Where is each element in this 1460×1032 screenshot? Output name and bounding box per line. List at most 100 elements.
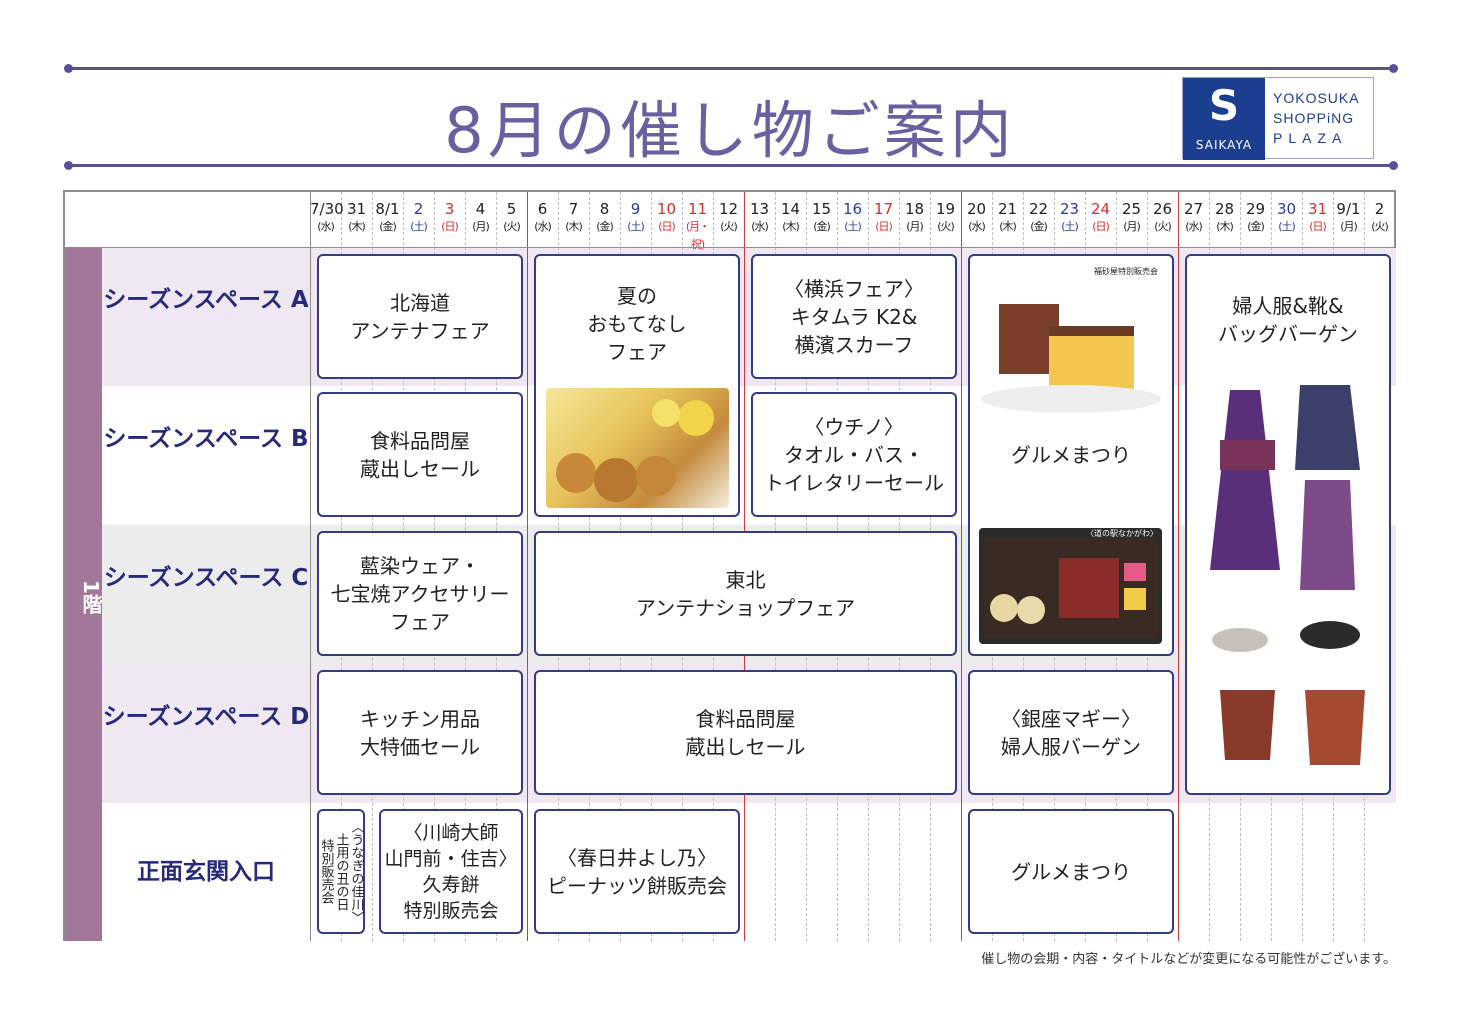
day-weekday: (土) xyxy=(627,220,645,233)
day-header: 19(火) xyxy=(930,200,961,236)
event-gourmet-festival-entrance[interactable]: グルメまつり xyxy=(968,809,1174,934)
day-number: 6 xyxy=(537,200,548,218)
day-number: 5 xyxy=(506,200,517,218)
day-header: 7(木) xyxy=(558,200,589,236)
event-kasugai-peanut-mochi[interactable]: 〈春日井よし乃〉 ピーナッツ餅販売会 xyxy=(534,809,740,934)
schedule-grid: 1階 シーズンスペース A シーズンスペース B シーズンスペース C シーズン… xyxy=(63,190,1396,941)
week-divider xyxy=(961,192,962,941)
event-unagi-doyo[interactable]: 〈うなぎの佳川〉 土用の丑の日 特別販売会 xyxy=(317,809,365,934)
day-header: 20 (水) xyxy=(961,200,992,236)
day-header: 2(土) xyxy=(403,200,434,236)
logo-line1: YOKOSUKA xyxy=(1273,90,1360,106)
day-number: 13 xyxy=(749,200,770,218)
day-weekday: (木) xyxy=(999,220,1017,233)
day-number: 20 xyxy=(966,200,987,218)
day-header: 30(土) xyxy=(1271,200,1302,236)
logo-brand: SAIKAYA xyxy=(1195,138,1253,152)
day-number: 12 xyxy=(718,200,739,218)
castella-photo: 福砂屋特別販売会 xyxy=(979,264,1162,422)
day-header: 10(日) xyxy=(651,200,682,236)
day-number: 30 xyxy=(1276,200,1297,218)
day-number: 16 xyxy=(842,200,863,218)
day-number: 22 xyxy=(1028,200,1049,218)
sweets-photo xyxy=(546,388,729,508)
event-tohoku-antenna-fair[interactable]: 東北 アンテナショップフェア xyxy=(534,531,957,656)
day-header: 24 (日) xyxy=(1085,200,1116,236)
day-header: 29(金) xyxy=(1240,200,1271,236)
day-header: 2(火) xyxy=(1364,200,1395,236)
day-weekday: (金) xyxy=(1030,220,1048,233)
event-kitchen-sale[interactable]: キッチン用品 大特価セール xyxy=(317,670,523,795)
day-number: 31 xyxy=(1307,200,1328,218)
day-weekday: (月) xyxy=(472,220,490,233)
day-weekday: (水) xyxy=(317,220,335,233)
bento-caption: 〈道の駅なかがわ〉 xyxy=(1086,529,1158,538)
day-header: 16(土) xyxy=(837,200,868,236)
day-header: 4 (月) xyxy=(465,200,496,236)
day-weekday: (日) xyxy=(875,220,893,233)
week-divider xyxy=(527,192,528,941)
day-number: 2 xyxy=(1374,200,1385,218)
day-header: 23 (土) xyxy=(1054,200,1085,236)
space-label-a: シーズンスペース A xyxy=(103,287,309,313)
day-header: 9/1(月) xyxy=(1333,200,1364,236)
day-number: 31 xyxy=(346,200,367,218)
day-weekday: (月) xyxy=(1340,220,1358,233)
day-weekday: (火) xyxy=(720,220,738,233)
day-number: 23 xyxy=(1059,200,1080,218)
header-divider xyxy=(65,247,1396,248)
day-header: 18(月) xyxy=(899,200,930,236)
day-number: 29 xyxy=(1245,200,1266,218)
event-yokohama-fair[interactable]: 〈横浜フェア〉 キタムラ K2& 横濱スカーフ xyxy=(751,254,957,379)
day-header: 15(金) xyxy=(806,200,837,236)
day-weekday: (火) xyxy=(937,220,955,233)
saikaya-logo-mark: S SAIKAYA xyxy=(1183,78,1265,160)
day-weekday: (日) xyxy=(441,220,459,233)
event-aizome-shippo-fair[interactable]: 藍染ウェア・ 七宝焼アクセサリー フェア xyxy=(317,531,523,656)
day-number: 3 xyxy=(444,200,455,218)
day-weekday: (木) xyxy=(348,220,366,233)
event-ginza-maggy-bargain[interactable]: 〈銀座マギー〉 婦人服バーゲン xyxy=(968,670,1174,795)
day-number: 21 xyxy=(997,200,1018,218)
day-weekday: (土) xyxy=(410,220,428,233)
day-header: 3 (日) xyxy=(434,200,465,236)
logo-text: YOKOSUKA SHOPPiNG PLAZA xyxy=(1273,88,1360,148)
day-number: 9 xyxy=(630,200,641,218)
day-number: 15 xyxy=(811,200,832,218)
page-title: 8月の催し物ご案内 xyxy=(444,94,1016,167)
castella-caption: 福砂屋特別販売会 xyxy=(1094,267,1158,276)
day-number: 24 xyxy=(1090,200,1111,218)
day-number: 4 xyxy=(475,200,486,218)
event-food-wholesaler-sale-d[interactable]: 食料品問屋 蔵出しセール xyxy=(534,670,957,795)
label-column-divider xyxy=(310,192,311,941)
day-header: 25(月) xyxy=(1116,200,1147,236)
day-number: 17 xyxy=(873,200,894,218)
event-food-wholesaler-sale-b[interactable]: 食料品問屋 蔵出しセール xyxy=(317,392,523,517)
day-header: 9 (土) xyxy=(620,200,651,236)
day-header: 21 (木) xyxy=(992,200,1023,236)
space-label-d: シーズンスペース D xyxy=(102,704,310,730)
event-kawasaki-kuzumochi[interactable]: 〈川崎大師 山門前・住吉〉 久寿餅 特別販売会 xyxy=(379,809,523,934)
day-number: 8 xyxy=(599,200,610,218)
space-label-b: シーズンスペース B xyxy=(103,426,309,452)
day-header: 12 (火) xyxy=(713,200,744,236)
event-uchino-towel-sale[interactable]: 〈ウチノ〉 タオル・バス・ トイレタリーセール xyxy=(751,392,957,517)
day-weekday: (木) xyxy=(782,220,800,233)
day-number: 27 xyxy=(1183,200,1204,218)
day-header: 27(水) xyxy=(1178,200,1209,236)
week-divider xyxy=(1178,192,1179,941)
day-weekday: (土) xyxy=(1061,220,1079,233)
day-weekday: (水) xyxy=(968,220,986,233)
day-weekday: (日) xyxy=(658,220,676,233)
day-weekday: (木) xyxy=(1216,220,1234,233)
day-weekday: (月・祝) xyxy=(685,220,710,251)
day-weekday: (月) xyxy=(1123,220,1141,233)
day-weekday: (日) xyxy=(1092,220,1110,233)
event-hokkaido-fair[interactable]: 北海道 アンテナフェア xyxy=(317,254,523,379)
top-rule xyxy=(64,64,1398,73)
day-header: 13(水) xyxy=(744,200,775,236)
bottom-rule xyxy=(64,161,1398,170)
day-number: 8/1 xyxy=(375,200,400,218)
day-header: 31(日) xyxy=(1302,200,1333,236)
day-header: 8(金) xyxy=(589,200,620,236)
